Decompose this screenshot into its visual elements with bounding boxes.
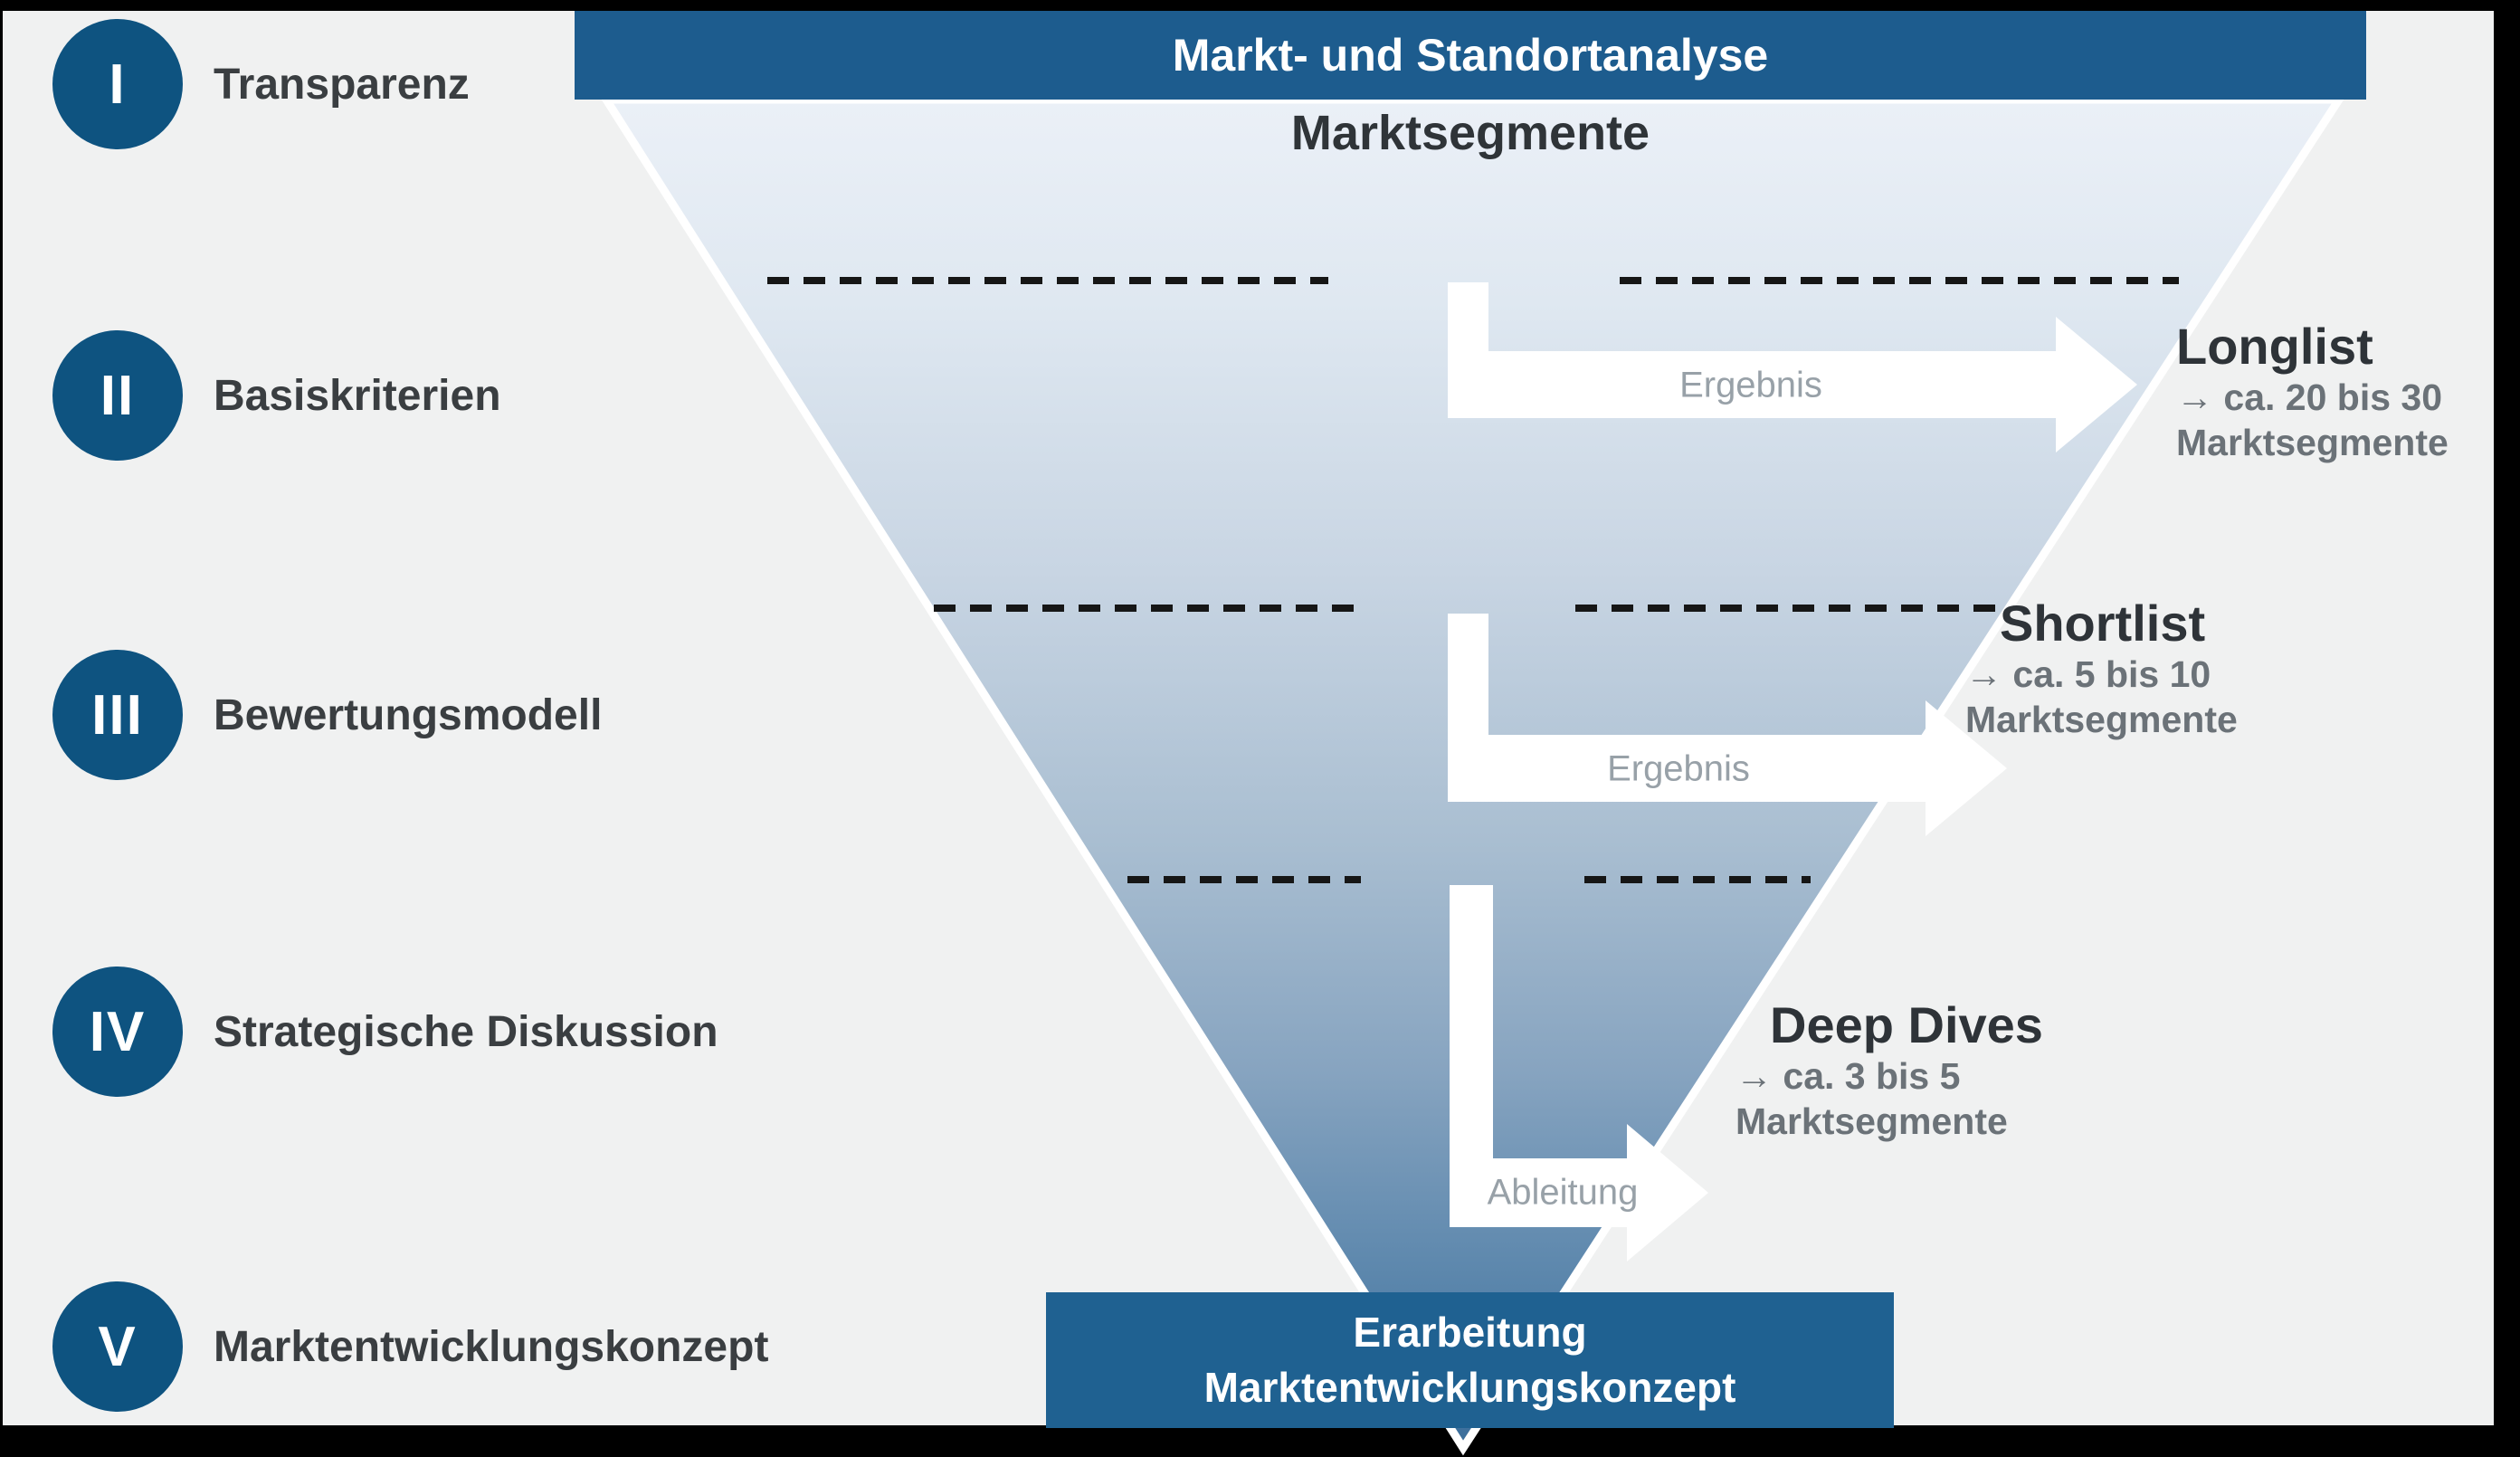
- phase-label: Strategische Diskussion: [214, 1007, 718, 1056]
- phase-circle-2: II: [52, 330, 183, 461]
- ableitung-arrow: [1450, 885, 1708, 1262]
- phase-item-transparenz: I Transparenz: [52, 19, 470, 149]
- dash-level3-left: [1127, 876, 1361, 883]
- result-longlist: Longlist → ca. 20 bis 30 Marktsegmente: [2176, 319, 2449, 465]
- phase-label: Basiskriterien: [214, 371, 501, 420]
- result-detail-line2: Marktsegmente: [1735, 1100, 2008, 1142]
- phase-label: Marktentwicklungskonzept: [214, 1322, 769, 1371]
- result-title: Shortlist: [2000, 595, 2206, 652]
- phase-numeral: III: [91, 683, 144, 747]
- ergebnis-arrow-2: [1448, 614, 2007, 836]
- dash-level1-left: [767, 277, 1328, 284]
- ableitung-arrow-label: Ableitung: [1487, 1172, 1639, 1213]
- phase-circle-1: I: [52, 19, 183, 149]
- result-title: Deep Dives: [1770, 996, 2043, 1053]
- result-detail-line2: Marktsegmente: [1965, 699, 2238, 740]
- funnel-top-label: Marktsegmente: [1290, 106, 1650, 160]
- result-detail-line1: → ca. 20 bis 30: [2176, 376, 2443, 418]
- dash-level2-left: [934, 605, 1359, 612]
- phase-numeral: I: [109, 52, 127, 116]
- phase-circle-4: IV: [52, 967, 183, 1097]
- footer-banner: Erarbeitung Marktentwicklungskonzept: [1046, 1292, 1894, 1428]
- ergebnis-arrow-2-label: Ergebnis: [1607, 748, 1750, 789]
- header-title: Markt- und Standortanalyse: [1172, 30, 1769, 81]
- ergebnis-arrow-1: [1448, 282, 2137, 452]
- result-shortlist: Shortlist → ca. 5 bis 10 Marktsegmente: [1965, 595, 2238, 742]
- phase-label: Bewertungsmodell: [214, 690, 603, 739]
- dash-level2-right: [1575, 605, 2002, 612]
- footer-line2: Marktentwicklungskonzept: [1203, 1364, 1736, 1411]
- header-banner: Markt- und Standortanalyse: [575, 11, 2366, 100]
- result-detail-line1: → ca. 5 bis 10: [1965, 653, 2211, 695]
- phase-numeral: V: [98, 1315, 138, 1378]
- phase-circle-3: III: [52, 650, 183, 780]
- result-deep-dives: Deep Dives → ca. 3 bis 5 Marktsegmente: [1735, 997, 2043, 1144]
- phase-numeral: II: [100, 364, 136, 427]
- footer-line1: Erarbeitung: [1353, 1309, 1587, 1356]
- phase-item-strategische-diskussion: IV Strategische Diskussion: [52, 967, 718, 1097]
- result-detail-line2: Marktsegmente: [2176, 422, 2449, 463]
- result-title: Longlist: [2176, 318, 2373, 375]
- ergebnis-arrow-1-label: Ergebnis: [1679, 365, 1822, 405]
- phase-item-bewertungsmodell: III Bewertungsmodell: [52, 650, 602, 780]
- phase-item-basiskriterien: II Basiskriterien: [52, 330, 501, 461]
- dash-level1-right: [1620, 277, 2179, 284]
- result-detail-line1: → ca. 3 bis 5: [1735, 1055, 1961, 1097]
- phase-numeral: IV: [89, 1000, 147, 1063]
- phase-label: Transparenz: [214, 60, 470, 109]
- phase-circle-5: V: [52, 1281, 183, 1412]
- phase-item-marktentwicklungskonzept: V Marktentwicklungskonzept: [52, 1281, 768, 1412]
- dash-level3-right: [1584, 876, 1811, 883]
